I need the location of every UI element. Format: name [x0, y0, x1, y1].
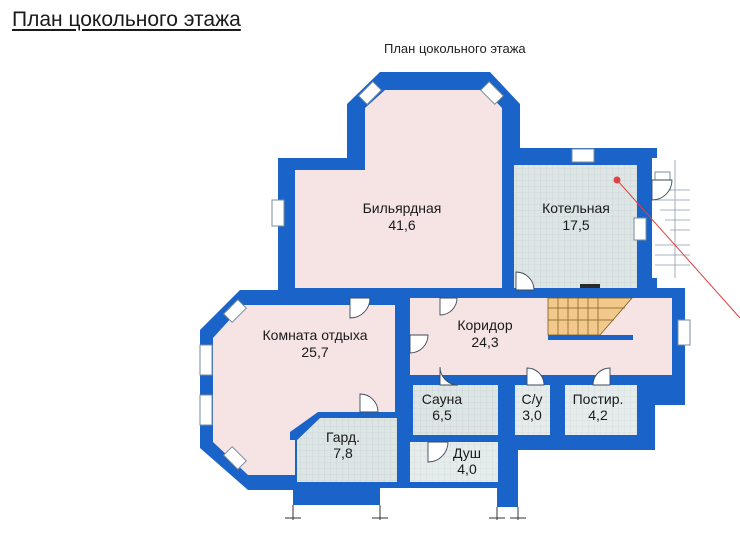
area-wardrobe: 7,8 [333, 445, 353, 461]
area-lounge: 25,7 [301, 344, 328, 360]
laundry-floor [565, 385, 637, 435]
billiard-floor [295, 90, 502, 290]
area-corridor: 24,3 [471, 334, 498, 350]
area-sauna: 6,5 [432, 407, 452, 423]
wc-floor [515, 385, 550, 435]
page-heading: План цокольного этажа [12, 8, 241, 31]
label-wardrobe: Гард. [326, 429, 360, 445]
label-wc: С/у [522, 391, 543, 407]
lounge-floor [213, 305, 395, 475]
area-wc: 3,0 [522, 407, 542, 423]
doors [349, 179, 673, 463]
boiler-floor [514, 165, 637, 290]
label-corridor: Коридор [457, 317, 513, 333]
label-laundry: Постир. [573, 391, 624, 407]
outdoor-stair [655, 160, 690, 278]
area-laundry: 4,2 [588, 407, 608, 423]
wardrobe-floor [297, 418, 397, 482]
label-sauna: Сауна [422, 391, 463, 407]
shower-floor [410, 442, 498, 482]
label-boiler: Котельная [542, 200, 610, 216]
room-labels: Бильярдная 41,6 Котельная 17,5 Комната о… [263, 200, 624, 477]
sauna-floor [413, 385, 498, 435]
area-boiler: 17,5 [562, 217, 589, 233]
annotation-marker [613, 176, 740, 319]
plan-title: План цокольного этажа [384, 41, 526, 56]
label-billiard: Бильярдная [363, 200, 442, 216]
label-shower: Душ [453, 445, 481, 461]
floors [213, 90, 690, 482]
windows [199, 80, 691, 471]
foundation-stubs [285, 505, 526, 520]
area-shower: 4,0 [457, 461, 477, 477]
label-lounge: Комната отдыха [263, 327, 368, 343]
area-billiard: 41,6 [388, 217, 415, 233]
